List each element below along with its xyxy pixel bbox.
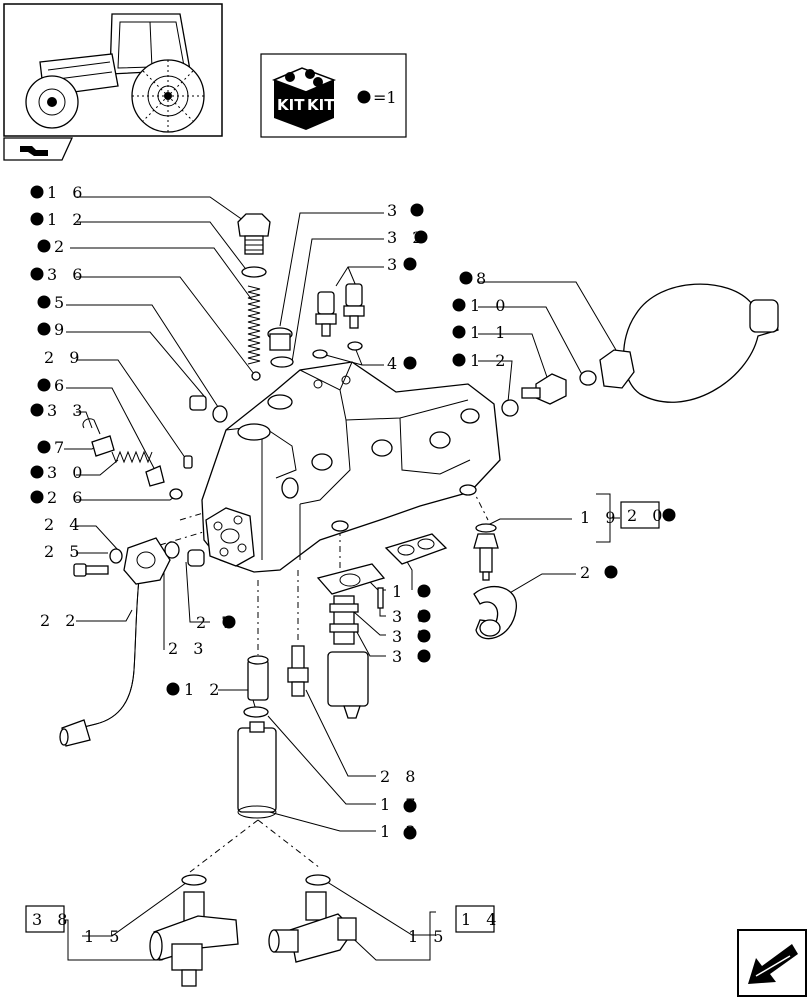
o-ring-9 bbox=[212, 405, 228, 423]
pipe-22 bbox=[59, 537, 171, 747]
callout-12-mid: 1 2 bbox=[184, 680, 224, 699]
callout-31: 3 1 bbox=[387, 201, 427, 220]
o-ring-32 bbox=[270, 356, 294, 368]
callout-7: 7 bbox=[54, 438, 69, 457]
tractor-thumbnail-icon bbox=[3, 3, 223, 137]
ref-box-20 bbox=[620, 501, 660, 529]
pin-29 bbox=[183, 455, 193, 469]
accumulator-8 bbox=[599, 283, 779, 403]
sensor-20 bbox=[473, 533, 499, 581]
o-ring-12b bbox=[243, 706, 269, 718]
gasket-18b bbox=[316, 563, 386, 595]
kit-legend: KIT KIT =1 bbox=[260, 53, 407, 138]
washer-4b bbox=[347, 341, 363, 351]
tee-fitting-right bbox=[268, 891, 357, 963]
callout-5: 5 bbox=[54, 293, 69, 312]
callout-13: 1 3 bbox=[380, 822, 420, 841]
callout-35: 3 5 bbox=[392, 607, 432, 626]
solenoid-13 bbox=[237, 721, 277, 819]
ref-box-38 bbox=[25, 905, 65, 933]
callout-20: 2 0 bbox=[627, 506, 667, 525]
callout-22: 2 2 bbox=[40, 611, 80, 630]
callout-33: 3 3 bbox=[47, 401, 87, 420]
callout-23: 2 3 bbox=[168, 639, 208, 658]
spring-holder-7 bbox=[91, 435, 115, 457]
gasket-18 bbox=[384, 533, 448, 565]
o-ring-15b bbox=[305, 874, 331, 886]
callout-10: 1 0 bbox=[470, 296, 510, 315]
plug-31 bbox=[267, 327, 293, 351]
o-ring-12c bbox=[501, 399, 519, 417]
callout-29: 2 9 bbox=[44, 348, 84, 367]
callout-16: 1 6 bbox=[47, 183, 87, 202]
page-arrow-icon[interactable] bbox=[3, 137, 74, 161]
solenoid-34 bbox=[327, 595, 369, 719]
o-ring-10 bbox=[579, 370, 597, 386]
callout-30: 3 0 bbox=[47, 463, 87, 482]
o-ring-19 bbox=[475, 523, 497, 533]
callout-12-top: 1 2 bbox=[47, 210, 87, 229]
insert-5 bbox=[189, 395, 207, 411]
o-ring-15a bbox=[181, 874, 207, 886]
callout-32: 3 2 bbox=[387, 228, 427, 247]
callout-24: 2 4 bbox=[44, 515, 84, 534]
callout-14: 1 4 bbox=[461, 910, 501, 929]
callout-9: 9 bbox=[54, 320, 69, 339]
callout-34: 3 4 bbox=[392, 647, 432, 666]
spring-30 bbox=[111, 450, 165, 487]
plug-16 bbox=[237, 213, 271, 255]
callout-15-left: 1 5 bbox=[84, 927, 124, 946]
callout-17: 1 7 bbox=[380, 795, 420, 814]
callout-bullets bbox=[30, 185, 676, 840]
kit-word-left: KIT bbox=[277, 96, 305, 114]
tee-fitting-left bbox=[149, 891, 239, 987]
sensor-3a bbox=[315, 291, 337, 337]
callout-2: 2 bbox=[54, 237, 69, 256]
callout-26: 2 6 bbox=[47, 488, 87, 507]
callout-4: 4 bbox=[387, 354, 402, 373]
callout-8: 8 bbox=[476, 269, 491, 288]
o-ring-23 bbox=[164, 541, 180, 559]
callout-36: 3 6 bbox=[47, 265, 87, 284]
fitting-27 bbox=[187, 549, 205, 567]
sensor-3b bbox=[343, 283, 365, 329]
clip-33 bbox=[82, 418, 101, 435]
connector-17 bbox=[247, 655, 269, 701]
callout-18: 1 8 bbox=[392, 582, 432, 601]
callout-12-right: 1 2 bbox=[470, 351, 510, 370]
callout-37: 3 7 bbox=[392, 627, 432, 646]
callout-labels: 1 6 1 2 2 3 6 5 9 2 9 6 3 3 7 3 0 2 6 2 … bbox=[32, 183, 667, 946]
sensor-28 bbox=[287, 645, 309, 697]
bolt-35 bbox=[377, 587, 384, 609]
kit-word-right: KIT bbox=[307, 96, 335, 114]
bracket-21 bbox=[473, 585, 517, 640]
spring-2 bbox=[247, 285, 261, 365]
washer-4a bbox=[312, 349, 328, 359]
plug-26 bbox=[169, 488, 183, 500]
callout-15-right: 1 5 bbox=[408, 927, 448, 946]
callout-38: 3 8 bbox=[32, 910, 72, 929]
callout-25: 2 5 bbox=[44, 542, 84, 561]
callout-6: 6 bbox=[54, 376, 69, 395]
washer-24 bbox=[109, 548, 123, 564]
o-ring-12a bbox=[241, 266, 267, 278]
callout-27: 2 7 bbox=[196, 613, 236, 632]
valve-block bbox=[201, 361, 501, 573]
callout-21: 2 1 bbox=[580, 563, 620, 582]
callout-11: 1 1 bbox=[470, 323, 510, 342]
callout-19: 1 9 bbox=[580, 508, 620, 527]
callout-3: 3 bbox=[387, 255, 402, 274]
next-page-arrow-icon[interactable] bbox=[737, 929, 807, 997]
kit-equals: =1 bbox=[373, 88, 397, 107]
kit-box-icon: KIT KIT bbox=[271, 67, 337, 130]
ball-36 bbox=[251, 371, 261, 381]
fitting-11 bbox=[521, 373, 567, 405]
bolt-25 bbox=[73, 563, 109, 577]
callout-28: 2 8 bbox=[380, 767, 420, 786]
ref-box-14 bbox=[455, 905, 495, 933]
